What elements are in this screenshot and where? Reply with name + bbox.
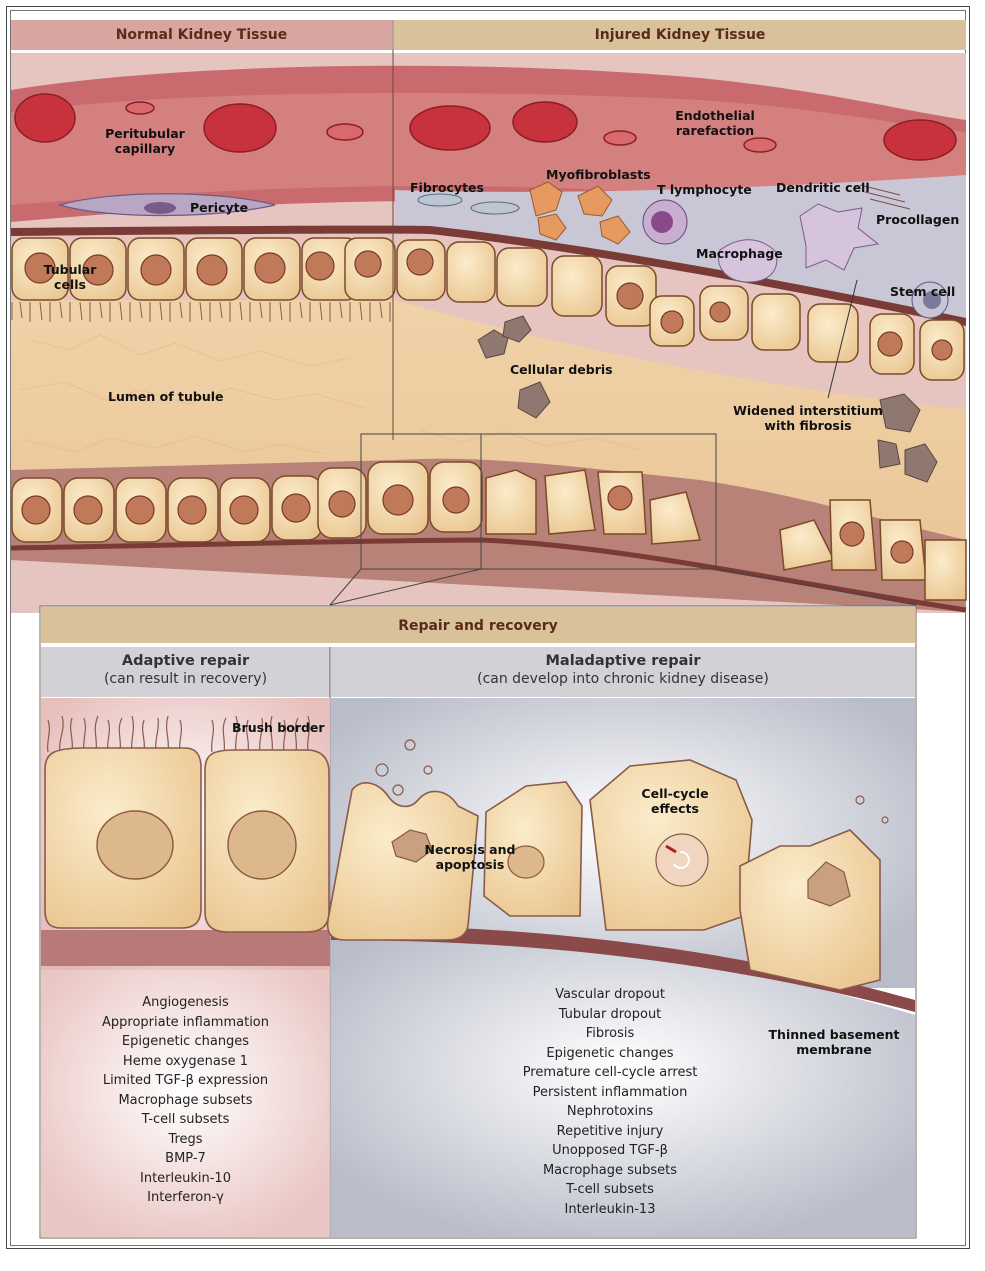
list-item: Interferon-γ: [41, 1188, 330, 1208]
list-item: Repetitive injury: [465, 1122, 755, 1142]
label-peritubular-capillary: Peritubular capillary: [100, 126, 190, 156]
adaptive-factors-list: Angiogenesis Appropriate inflammation Ep…: [41, 993, 330, 1208]
list-item: Interleukin-13: [465, 1200, 755, 1220]
adaptive-repair-heading: Adaptive repair (can result in recovery): [41, 652, 330, 688]
maladaptive-repair-title: Maladaptive repair: [331, 652, 915, 670]
label-necrosis-apoptosis: Necrosis and apoptosis: [415, 842, 525, 872]
list-item: Macrophage subsets: [41, 1091, 330, 1111]
list-item: Angiogenesis: [41, 993, 330, 1013]
label-tubular-cells: Tubular cells: [40, 262, 100, 292]
label-lumen-of-tubule: Lumen of tubule: [108, 389, 223, 404]
list-item: Persistent inflammation: [465, 1083, 755, 1103]
header-repair-recovery: Repair and recovery: [41, 611, 915, 641]
label-procollagen: Procollagen: [876, 212, 959, 227]
label-endothelial-rarefaction: Endothelial rarefaction: [655, 108, 775, 138]
label-myofibroblasts: Myofibroblasts: [546, 167, 651, 182]
list-item: Nephrotoxins: [465, 1102, 755, 1122]
list-item: Fibrosis: [465, 1024, 755, 1044]
label-pericyte: Pericyte: [190, 200, 248, 215]
header-injured-tissue: Injured Kidney Tissue: [394, 20, 966, 50]
label-dendritic-cell: Dendritic cell: [776, 180, 870, 195]
list-item: Macrophage subsets: [465, 1161, 755, 1181]
list-item: Vascular dropout: [465, 985, 755, 1005]
list-item: BMP-7: [41, 1149, 330, 1169]
list-item: Interleukin-10: [41, 1169, 330, 1189]
list-item: Unopposed TGF-β: [465, 1141, 755, 1161]
label-macrophage: Macrophage: [696, 246, 783, 261]
list-item: Appropriate inflammation: [41, 1013, 330, 1033]
label-t-lymphocyte: T lymphocyte: [657, 182, 752, 197]
list-item: Epigenetic changes: [465, 1044, 755, 1064]
list-item: Epigenetic changes: [41, 1032, 330, 1052]
label-widened-interstitium: Widened interstitium with fibrosis: [733, 403, 883, 433]
label-thinned-basement-membrane: Thinned basement membrane: [764, 1027, 904, 1057]
label-stem-cell: Stem cell: [890, 284, 955, 299]
label-cell-cycle-effects: Cell-cycle effects: [640, 786, 710, 816]
list-item: T-cell subsets: [41, 1110, 330, 1130]
label-cellular-debris: Cellular debris: [510, 362, 613, 377]
adaptive-repair-title: Adaptive repair: [41, 652, 330, 670]
header-normal-tissue: Normal Kidney Tissue: [11, 20, 392, 50]
list-item: Tubular dropout: [465, 1005, 755, 1025]
maladaptive-repair-subtitle: (can develop into chronic kidney disease…: [477, 671, 769, 687]
list-item: Heme oxygenase 1: [41, 1052, 330, 1072]
maladaptive-factors-list: Vascular dropout Tubular dropout Fibrosi…: [465, 985, 755, 1219]
label-fibrocytes: Fibrocytes: [410, 180, 484, 195]
list-item: Tregs: [41, 1130, 330, 1150]
maladaptive-repair-heading: Maladaptive repair (can develop into chr…: [331, 652, 915, 688]
list-item: Premature cell-cycle arrest: [465, 1063, 755, 1083]
label-brush-border: Brush border: [232, 720, 325, 735]
list-item: Limited TGF-β expression: [41, 1071, 330, 1091]
adaptive-repair-subtitle: (can result in recovery): [104, 671, 267, 687]
list-item: T-cell subsets: [465, 1180, 755, 1200]
